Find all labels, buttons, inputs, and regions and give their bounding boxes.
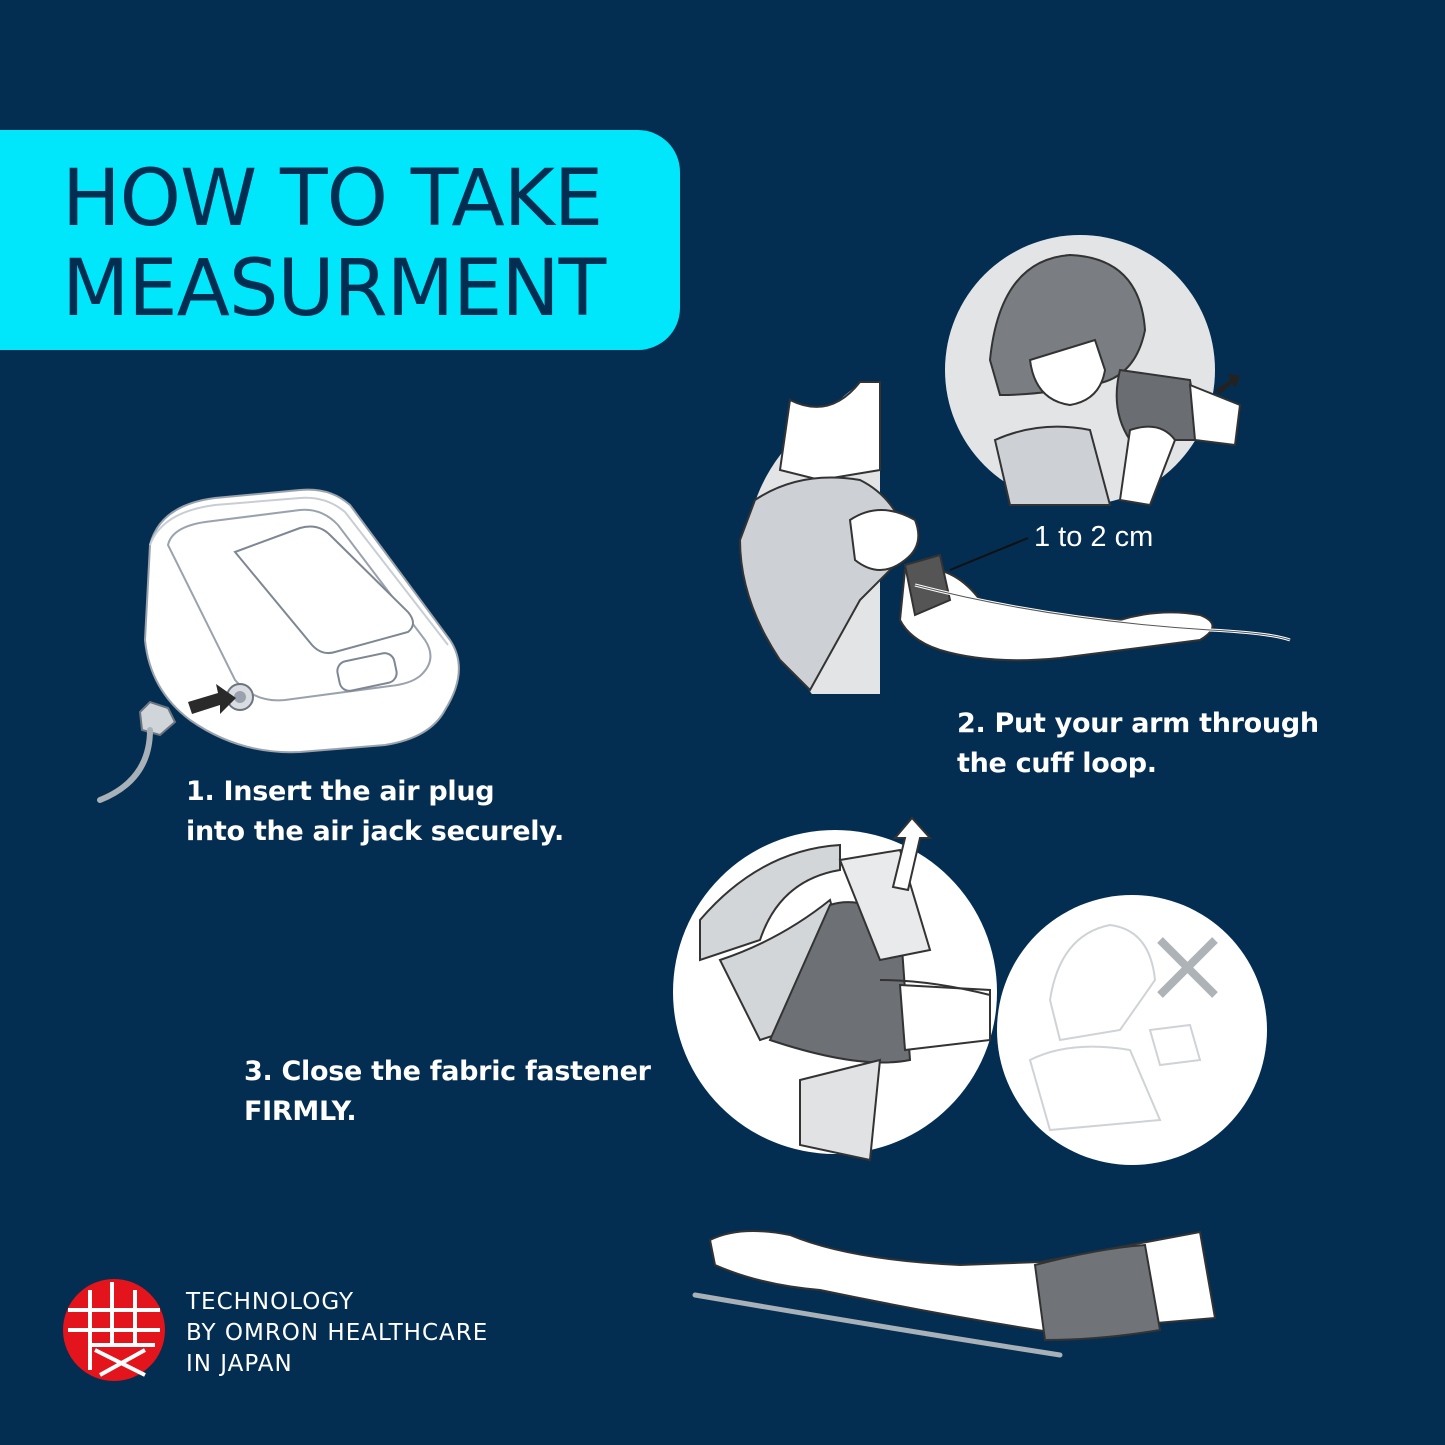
- cuff-distance-label: 1 to 2 cm: [1034, 521, 1154, 553]
- step-1-line-2: into the air jack securely.: [186, 816, 564, 847]
- step-1-line-1: 1. Insert the air plug: [186, 776, 495, 807]
- monitor-illustration: [97, 488, 460, 803]
- footer-text: TECHNOLOGY BY OMRON HEALTHCARE IN JAPAN: [186, 1287, 488, 1380]
- page-title-line-1: HOW TO TAKE: [62, 154, 603, 244]
- step-1-text: 1. Insert the air plug into the air jack…: [186, 772, 564, 852]
- woman-cuff-illustration: [945, 235, 1242, 507]
- arm-cuff-illustration: [738, 381, 1291, 694]
- step-2-line-1: 2. Put your arm through: [957, 708, 1319, 739]
- step-3-line-1: 3. Close the fabric fastener: [244, 1056, 651, 1087]
- wrapped-cuff-illustration: [692, 1230, 1217, 1358]
- footer-line-3: IN JAPAN: [186, 1351, 293, 1377]
- omron-logo-icon: [63, 1279, 165, 1381]
- step-3-line-2: FIRMLY.: [244, 1096, 357, 1127]
- step-2-text: 2. Put your arm through the cuff loop.: [957, 704, 1319, 784]
- footer-line-1: TECHNOLOGY: [186, 1289, 355, 1315]
- page-title-line-2: MEASURMENT: [62, 244, 606, 334]
- step-3-text: 3. Close the fabric fastener FIRMLY.: [244, 1052, 651, 1132]
- footer-line-2: BY OMRON HEALTHCARE: [186, 1320, 489, 1346]
- incorrect-example-illustration: [997, 895, 1267, 1165]
- cuff-closing-illustration: [673, 816, 997, 1162]
- step-2-line-2: the cuff loop.: [957, 748, 1157, 779]
- title-banner: [0, 130, 680, 350]
- incorrect-x-icon: [1157, 937, 1218, 998]
